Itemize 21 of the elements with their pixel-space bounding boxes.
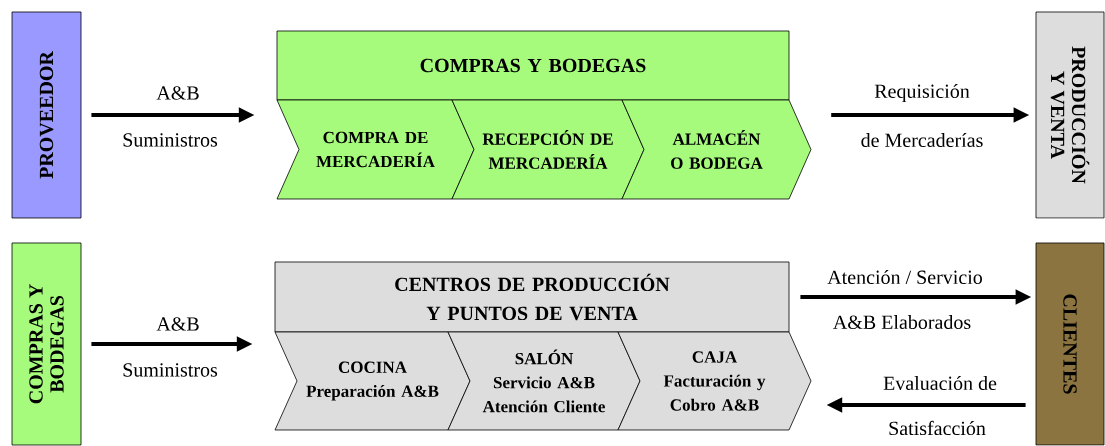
edge-label: A&B: [156, 317, 199, 331]
chevron-box: COCINA Preparación A&B: [274, 331, 471, 431]
side-box: CLIENTES: [1035, 242, 1105, 446]
chevron-box: COMPRA DE MERCADERÍA: [276, 99, 475, 200]
edge-label: Atención / Servicio: [827, 269, 982, 285]
arrow-caption: Suministros: [123, 133, 218, 147]
arrow-caption: A&B Elaborados: [833, 314, 971, 329]
side-box: COMPRAS Y BODEGAS: [11, 242, 82, 446]
header-box: CENTROS DE PRODUCCIÓN Y PUNTOS DE VENTA: [274, 261, 790, 333]
arrow-caption: Satisfacción: [889, 420, 986, 436]
arrow-caption: de Mercaderías: [861, 132, 983, 148]
edge-label: Requisición: [874, 83, 970, 103]
chevron-box: CAJA Facturación y Cobro A&B: [617, 331, 812, 431]
header-box: COMPRAS Y BODEGAS: [276, 30, 790, 101]
side-box: PRODUCCIÓN Y VENTA: [1035, 11, 1105, 219]
side-box: PROVEEDOR: [11, 11, 82, 219]
chevron-box: ALMACÉN O BODEGA: [621, 99, 812, 200]
edge-label: Evaluación de: [883, 375, 997, 391]
edge-label: A&B: [156, 86, 199, 100]
chevron-box: SALÓN Servicio A&B Atención Cliente: [447, 331, 641, 431]
arrow-caption: Suministros: [123, 363, 218, 377]
